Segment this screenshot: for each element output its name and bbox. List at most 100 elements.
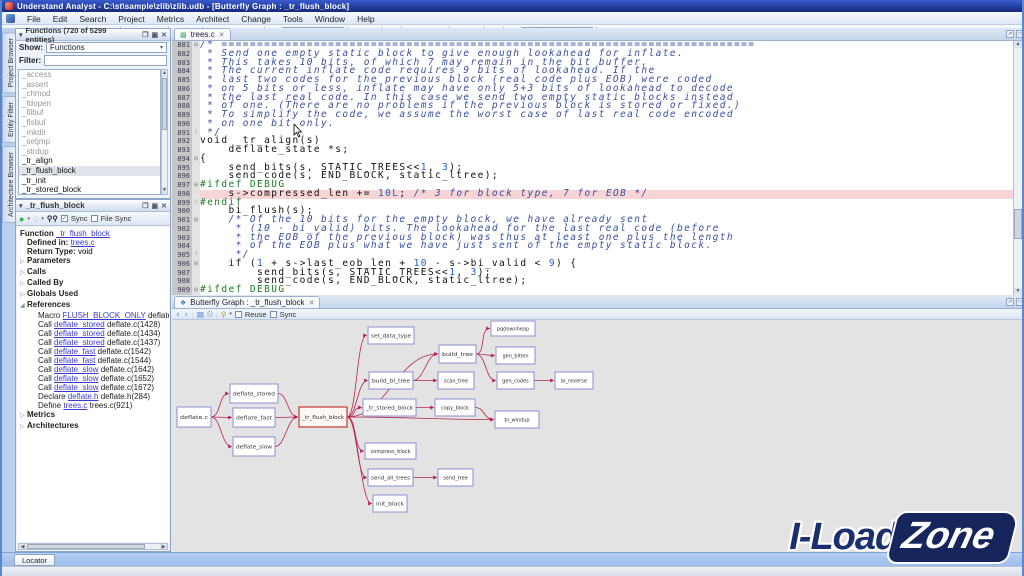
menu-architect[interactable]: Architect — [190, 13, 235, 25]
section-calls[interactable]: Calls — [27, 267, 46, 276]
function-item-_access[interactable]: _access — [19, 70, 160, 80]
reference-entity-link[interactable]: trees.c — [63, 401, 87, 410]
reuse-checkbox[interactable] — [235, 311, 242, 318]
graph-node-bi_windup[interactable]: bi_windup — [495, 411, 539, 428]
function-item-_tr_init[interactable]: _tr_init — [19, 176, 160, 186]
tree-collapsed-icon[interactable]: ▷ — [20, 291, 27, 300]
function-item-_strdup[interactable]: _strdup — [19, 147, 160, 157]
tab-butterfly-graph[interactable]: ❖ Butterfly Graph : _tr_flush_block ✕ — [174, 296, 320, 308]
chevron-down-icon[interactable]: ▾ — [41, 216, 44, 222]
function-item-_fdopen[interactable]: _fdopen — [19, 99, 160, 109]
section-globals-used[interactable]: Globals Used — [27, 289, 78, 298]
zoom-icon[interactable]: ⚲ — [221, 310, 227, 319]
section-called-by[interactable]: Called By — [27, 278, 63, 287]
menu-change[interactable]: Change — [235, 13, 277, 25]
close-tab-icon[interactable]: ✕ — [219, 31, 225, 39]
side-tab-architecture-browser[interactable]: Architecture Browser — [2, 146, 15, 223]
reference-row[interactable]: Call deflate_stored deflate.c(1428) — [20, 320, 169, 329]
graph-node-gen_codes[interactable]: gen_codes — [497, 372, 534, 389]
functions-list-scrollbar[interactable]: ▲ ▼ — [161, 69, 168, 195]
reference-entity-link[interactable]: deflate_fast — [54, 356, 95, 365]
float-panel-icon[interactable]: ❐ — [142, 31, 148, 39]
sync-checkbox[interactable]: ✓ — [61, 215, 68, 222]
tree-collapsed-icon[interactable]: ▷ — [20, 280, 27, 289]
tab-trees-c[interactable]: ▩ trees.c ✕ — [174, 28, 231, 40]
function-item-_tr_stored_block[interactable]: _tr_stored_block — [19, 185, 160, 195]
graph-node-init_block[interactable]: init_block — [373, 495, 407, 512]
maximize-graph-icon[interactable]: □ — [1016, 298, 1024, 306]
tree-collapsed-icon[interactable]: ▷ — [20, 412, 27, 421]
reference-entity-link[interactable]: deflate.h — [68, 392, 99, 401]
menu-metrics[interactable]: Metrics — [151, 13, 190, 25]
history-forward-icon[interactable]: ○ — [33, 214, 38, 224]
history-back-icon[interactable]: ● — [19, 214, 24, 224]
menu-file[interactable]: File — [21, 13, 47, 25]
reference-row[interactable]: Call deflate_stored deflate.c(1434) — [20, 329, 169, 338]
graph-node-deflate_stored[interactable]: deflate_stored — [230, 384, 278, 403]
reference-row[interactable]: Call deflate_slow deflate.c(1652) — [20, 374, 169, 383]
close-tab-icon[interactable]: ✕ — [309, 299, 315, 307]
graph-node-send_all_trees[interactable]: send_all_trees — [368, 469, 413, 486]
function-item-_setjmp[interactable]: _setjmp — [19, 137, 160, 147]
detach-editor-icon[interactable]: ↗ — [1006, 30, 1014, 38]
scroll-up-arrow[interactable]: ▲ — [162, 70, 167, 77]
graph-node-deflate_slow[interactable]: deflate_slow — [233, 437, 275, 456]
find-icon[interactable]: ⚲⚲ — [47, 214, 58, 223]
graph-node-compress_block[interactable]: compress_block — [365, 443, 416, 459]
code-editor[interactable]: 881⊟/* =================================… — [172, 41, 1017, 295]
graph-node-bi_reverse[interactable]: bi_reverse — [555, 372, 593, 389]
graph-node-build_tree[interactable]: build_tree — [439, 345, 476, 363]
graph-node-copy_block[interactable]: copy_block — [435, 399, 475, 416]
locator-tab[interactable]: Locator — [14, 554, 55, 566]
maximize-editor-icon[interactable]: □ — [1016, 30, 1024, 38]
reference-entity-link[interactable]: deflate_slow — [54, 374, 98, 383]
function-name-link[interactable]: _tr_flush_block — [56, 229, 110, 238]
reference-row[interactable]: Define trees.c trees.c(921) — [20, 401, 169, 410]
editor-vscrollbar[interactable]: ▲ ▼ — [1013, 41, 1022, 295]
graph-forward-icon[interactable]: ◗ — [183, 309, 188, 319]
dock-panel-icon[interactable]: ▣ — [152, 31, 159, 39]
function-item-_mkdir[interactable]: _mkdir — [19, 128, 160, 138]
reference-entity-link[interactable]: deflate_stored — [54, 338, 105, 347]
function-item-_assert[interactable]: _assert — [19, 80, 160, 90]
scrollbar-thumb[interactable] — [1014, 209, 1022, 239]
scroll-left-arrow[interactable]: ◀ — [19, 544, 26, 549]
graph-node-set_data_type[interactable]: set_data_type — [368, 327, 414, 344]
chevron-down-icon[interactable]: ▾ — [229, 311, 232, 317]
reference-entity-link[interactable]: deflate_slow — [54, 365, 98, 374]
filter-input[interactable] — [44, 55, 167, 66]
graph-node-deflate_fast[interactable]: deflate_fast — [233, 408, 275, 427]
tree-collapsed-icon[interactable]: ▷ — [20, 269, 27, 278]
reference-row[interactable]: Call deflate_stored deflate.c(1437) — [20, 338, 169, 347]
info-panel-hscrollbar[interactable]: ◀ ▶ — [18, 543, 168, 550]
reference-row[interactable]: Call deflate_fast deflate.c(1542) — [20, 347, 169, 356]
functions-panel-header[interactable]: ▾ Functions (720 of 5299 entities) ❐ ▣ ✕ — [16, 29, 170, 41]
chevron-down-icon[interactable]: ▾ — [19, 31, 23, 39]
scrollbar-thumb[interactable] — [162, 78, 167, 130]
function-item-_tr_align[interactable]: _tr_align — [19, 156, 160, 166]
chevron-down-icon[interactable]: ▾ — [27, 216, 30, 222]
reference-entity-link[interactable]: deflate_stored — [54, 329, 105, 338]
menu-edit[interactable]: Edit — [47, 13, 74, 25]
side-tab-project-browser[interactable]: Project Browser — [2, 32, 15, 93]
graph-node-_tr_stored_block[interactable]: _tr_stored_block — [363, 399, 416, 416]
section-metrics[interactable]: Metrics — [27, 410, 55, 419]
float-panel-icon[interactable]: ❐ — [142, 202, 148, 210]
graph-node-build_bl_tree[interactable]: build_bl_tree — [369, 372, 413, 389]
menu-project[interactable]: Project — [112, 13, 150, 25]
chevron-down-icon[interactable]: ▾ — [19, 202, 23, 210]
reference-row[interactable]: Call deflate_slow deflate.c(1642) — [20, 365, 169, 374]
reference-row[interactable]: Macro FLUSH_BLOCK_ONLY deflate.c(1365) p… — [20, 311, 169, 320]
close-panel-icon[interactable]: ✕ — [161, 202, 167, 210]
reference-entity-link[interactable]: deflate_fast — [54, 347, 95, 356]
reference-row[interactable]: Declare deflate.h deflate.h(284) — [20, 392, 169, 401]
scroll-down-arrow[interactable]: ▼ — [1014, 288, 1022, 295]
function-item-_flsbuf[interactable]: _flsbuf — [19, 118, 160, 128]
menu-help[interactable]: Help — [351, 13, 380, 25]
reference-entity-link[interactable]: deflate_stored — [54, 320, 105, 329]
scroll-up-arrow[interactable]: ▲ — [1014, 41, 1022, 48]
info-panel-header[interactable]: ▾ _tr_flush_block ❐ ▣ ✕ — [16, 200, 170, 212]
section-architectures[interactable]: Architectures — [27, 421, 79, 430]
function-item-_chmod[interactable]: _chmod — [19, 89, 160, 99]
graph-node-send_tree[interactable]: send_tree — [438, 469, 473, 486]
